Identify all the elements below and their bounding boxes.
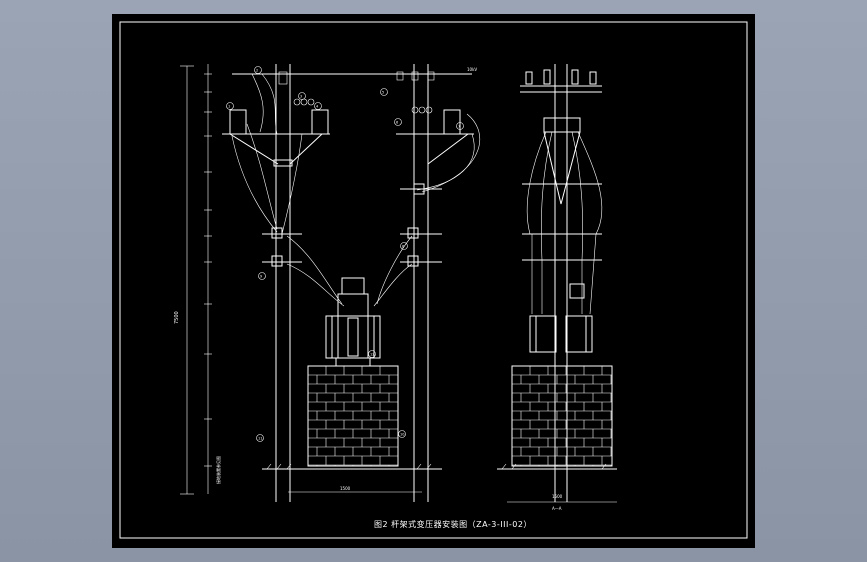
ground-note: 接地装置参见图 [215, 456, 221, 484]
callout-number: 9 [260, 275, 262, 279]
pole-right [413, 64, 429, 502]
callout-circle [258, 272, 266, 280]
frame-border [119, 21, 748, 539]
callout-number: 3 [300, 95, 302, 99]
drawing-canvas: 7500 接地装置参见图 [119, 21, 748, 539]
callout-number: 6 [396, 121, 398, 125]
callout-circle [298, 92, 306, 100]
callout-number: 2 [256, 69, 258, 73]
right-crossarm [396, 109, 474, 165]
callout-number: 12 [370, 353, 374, 357]
callout-number: 10 [400, 433, 404, 437]
callout-circle [314, 102, 322, 110]
dim-total-height: 7500 [174, 311, 180, 324]
mid-crossarms [262, 183, 442, 267]
callout-circle [368, 350, 376, 358]
drop-wires [231, 73, 481, 307]
callout-circle [256, 434, 264, 442]
section-wires [526, 131, 603, 315]
callout-number: 4 [316, 105, 319, 109]
drawing-caption: 图2 杆架式变压器安装图（ZA-3-III-02） [374, 520, 532, 529]
callout-circle [226, 102, 234, 110]
callout-number: 5 [382, 91, 384, 95]
brick-platform-section [511, 365, 613, 467]
callout-number: 8 [402, 245, 404, 249]
drawing-sheet: 7500 接地装置参见图 [112, 14, 755, 548]
dim-bottom-right: 1500 [552, 494, 563, 499]
callout-circle [394, 118, 402, 126]
brick-platform-left [307, 365, 399, 467]
callout-circle [380, 88, 388, 96]
callout-circle [398, 430, 406, 438]
callout-number: 7 [458, 125, 460, 129]
callout-circle [456, 122, 464, 130]
callout-number: 1 [228, 105, 230, 109]
pole-left [275, 64, 291, 502]
callout-number: 11 [258, 437, 262, 441]
dim-bottom-left: 1500 [340, 486, 351, 491]
left-crossarm [222, 109, 330, 167]
section-label: A—A [552, 506, 562, 511]
power-line-label: 10kV [467, 67, 477, 72]
callout-circle [254, 66, 262, 74]
height-dimension: 7500 接地装置参见图 [174, 64, 221, 495]
callout-circle [400, 242, 408, 250]
